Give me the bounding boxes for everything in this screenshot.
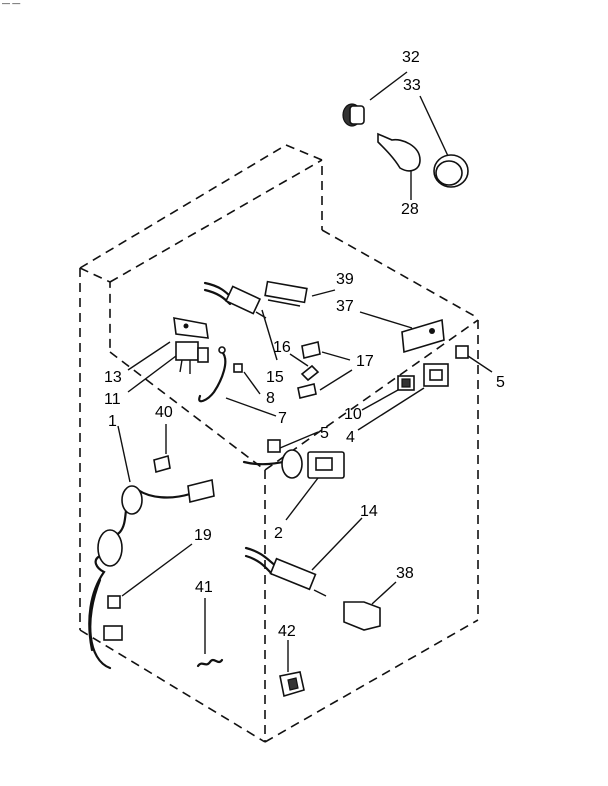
spring-41-part xyxy=(196,658,224,668)
callout-33: 33 xyxy=(403,77,421,94)
bracket-38-part xyxy=(343,601,381,631)
switch-4-part xyxy=(423,363,449,387)
leader-5-mid xyxy=(279,431,319,449)
leader-37 xyxy=(359,311,413,329)
bracket-42-part xyxy=(279,671,305,698)
leader-39 xyxy=(311,289,336,297)
small-part-8 xyxy=(233,363,243,373)
callout-8: 8 xyxy=(266,390,275,407)
callout-32: 32 xyxy=(402,49,420,66)
leader-38 xyxy=(371,581,397,605)
callout-42: 42 xyxy=(278,623,296,640)
clip-16-part xyxy=(300,341,321,382)
header-mark: — — xyxy=(2,0,20,8)
part-40 xyxy=(153,454,171,474)
callout-7: 7 xyxy=(278,410,287,427)
leader-17b xyxy=(319,369,353,391)
leader-1 xyxy=(117,425,131,483)
callout-13: 13 xyxy=(104,369,122,386)
leader-2 xyxy=(285,477,319,521)
sensor-14-part xyxy=(244,546,327,597)
sensor-lead-part xyxy=(203,281,267,319)
leader-4 xyxy=(357,387,425,431)
callout-2: 2 xyxy=(274,525,283,542)
leader-33 xyxy=(419,95,449,157)
switch-10-part xyxy=(397,375,415,391)
callout-17: 17 xyxy=(356,353,374,370)
leader-32 xyxy=(369,71,408,101)
leader-8 xyxy=(243,371,261,395)
leader-11 xyxy=(127,355,177,393)
cabinet-outline xyxy=(79,144,479,743)
callout-39: 39 xyxy=(336,271,354,288)
leader-13 xyxy=(127,341,171,371)
callout-1: 1 xyxy=(108,413,117,430)
leader-5-right xyxy=(467,355,493,373)
callout-5-right: 5 xyxy=(496,374,505,391)
light-socket-part xyxy=(342,103,365,127)
leader-16 xyxy=(289,353,309,367)
callout-38: 38 xyxy=(396,565,414,582)
light-lens-part xyxy=(433,154,469,188)
connector-19-part xyxy=(103,595,123,641)
leader-10 xyxy=(361,389,399,411)
clip-17-part xyxy=(297,383,317,399)
switch-5-right-part xyxy=(455,345,469,359)
block-39-part xyxy=(264,280,308,307)
wire-harness-7-part xyxy=(198,346,227,403)
callout-19: 19 xyxy=(194,527,212,544)
callout-28: 28 xyxy=(401,201,419,218)
thermostat-2-part xyxy=(242,449,345,479)
callout-10: 10 xyxy=(344,406,362,423)
callout-11: 11 xyxy=(104,391,121,408)
leader-14 xyxy=(311,517,363,571)
leader-15 xyxy=(261,309,278,361)
callout-40: 40 xyxy=(155,404,173,421)
leader-19 xyxy=(121,543,193,597)
callout-4: 4 xyxy=(346,429,355,446)
callout-15: 15 xyxy=(266,369,284,386)
leader-7 xyxy=(225,397,277,417)
light-bulb-part xyxy=(377,132,421,172)
bracket-37-part xyxy=(401,318,445,354)
callout-37: 37 xyxy=(336,298,354,315)
bracket-13-part xyxy=(173,317,209,339)
callout-16: 16 xyxy=(273,339,291,356)
callout-41: 41 xyxy=(195,579,213,596)
module-11-part xyxy=(175,341,209,374)
leader-17a xyxy=(321,351,351,361)
callout-5-mid: 5 xyxy=(320,425,329,442)
switch-5-mid-part xyxy=(267,439,281,453)
power-cord-part xyxy=(88,479,215,670)
callout-14: 14 xyxy=(360,503,378,520)
